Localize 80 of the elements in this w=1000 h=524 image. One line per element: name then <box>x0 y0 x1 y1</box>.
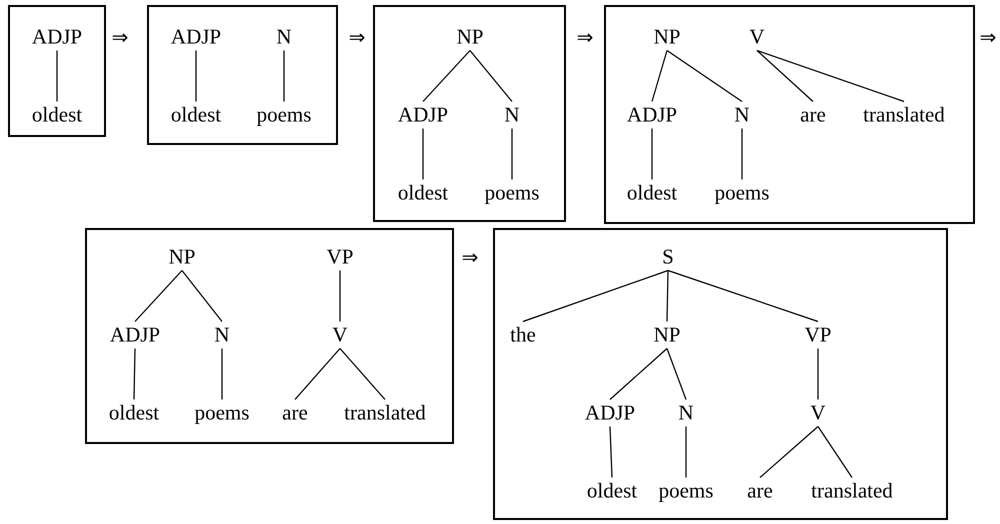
rewrite-arrow: ⇒ <box>462 247 478 267</box>
tree-node-label: are <box>282 402 308 424</box>
tree-branch <box>666 270 669 322</box>
rewrite-arrow: ⇒ <box>348 27 366 47</box>
tree-branch <box>651 50 668 102</box>
tree-branch <box>339 270 341 322</box>
rewrite-arrow: ⇒ <box>980 27 996 47</box>
tree-node-label: S <box>662 246 674 268</box>
rewrite-arrow: ⇒ <box>576 27 594 47</box>
tree-node-label: are <box>800 104 826 126</box>
tree-node-label: N <box>734 104 750 126</box>
tree-node-label: oldest <box>108 402 160 424</box>
tree-node-label: ADJP <box>626 104 678 126</box>
tree-branch <box>56 50 58 102</box>
tree-node-label: ADJP <box>398 104 448 126</box>
tree-node-label: NP <box>456 26 484 48</box>
tree-branch <box>817 348 819 400</box>
tree-node-label: V <box>810 402 826 424</box>
tree-branch <box>760 426 818 478</box>
tree-branch <box>422 50 470 102</box>
tree-branch <box>422 128 424 180</box>
tree-frame <box>8 5 106 137</box>
tree-node-label: N <box>276 26 292 48</box>
tree-node-label: translated <box>344 402 426 424</box>
tree-branch <box>134 270 182 322</box>
tree-branch <box>511 128 513 180</box>
tree-branch <box>182 270 222 322</box>
tree-node-label: ADJP <box>110 324 160 346</box>
tree-node-label: N <box>214 324 230 346</box>
tree-node-label: poems <box>484 182 540 204</box>
tree-branch <box>666 348 687 400</box>
tree-node-label: N <box>504 104 520 126</box>
tree-node-label: oldest <box>170 104 222 126</box>
tree-node-label: ADJP <box>584 402 636 424</box>
tree-node-label: V <box>749 26 765 48</box>
tree-branch <box>470 50 512 102</box>
tree-branch <box>818 426 852 478</box>
tree-node-label: poems <box>658 480 714 502</box>
tree-frame <box>147 5 338 145</box>
tree-branch <box>668 270 818 322</box>
tree-branch <box>195 50 197 102</box>
tree-branch <box>221 348 223 400</box>
tree-node-label: VP <box>804 324 832 346</box>
tree-branch <box>133 348 136 400</box>
tree-node-label: V <box>332 324 348 346</box>
tree-branch <box>610 348 668 400</box>
tree-node-label: translated <box>863 104 945 126</box>
rewrite-arrow: ⇒ <box>112 27 128 47</box>
tree-branch <box>685 426 687 478</box>
tree-node-label: NP <box>654 26 680 48</box>
tree-node-label: oldest <box>398 182 448 204</box>
tree-node-label: VP <box>326 246 354 268</box>
tree-node-label: poems <box>714 182 770 204</box>
tree-node-label: the <box>510 324 536 346</box>
tree-node-label: poems <box>256 104 312 126</box>
tree-branch <box>294 348 340 400</box>
tree-frame <box>85 228 454 444</box>
tree-branch <box>522 270 668 322</box>
tree-branch <box>283 50 285 102</box>
tree-branch <box>756 50 904 102</box>
tree-node-label: translated <box>811 480 893 502</box>
tree-node-label: are <box>747 480 773 502</box>
tree-node-label: poems <box>194 402 250 424</box>
tree-branch <box>741 128 743 180</box>
tree-branch <box>756 50 814 102</box>
tree-node-label: ADJP <box>170 26 222 48</box>
tree-node-label: NP <box>654 324 680 346</box>
tree-branch <box>651 128 653 180</box>
tree-branch <box>666 50 742 102</box>
tree-node-label: oldest <box>586 480 638 502</box>
tree-frame <box>604 5 975 224</box>
tree-node-label: NP <box>168 246 196 268</box>
tree-branch <box>340 348 386 400</box>
tree-node-label: oldest <box>626 182 678 204</box>
tree-frame <box>493 228 948 520</box>
tree-branch <box>609 426 613 478</box>
tree-node-label: N <box>678 402 694 424</box>
tree-node-label: oldest <box>32 104 82 126</box>
tree-frame <box>373 5 566 222</box>
tree-node-label: ADJP <box>32 26 82 48</box>
